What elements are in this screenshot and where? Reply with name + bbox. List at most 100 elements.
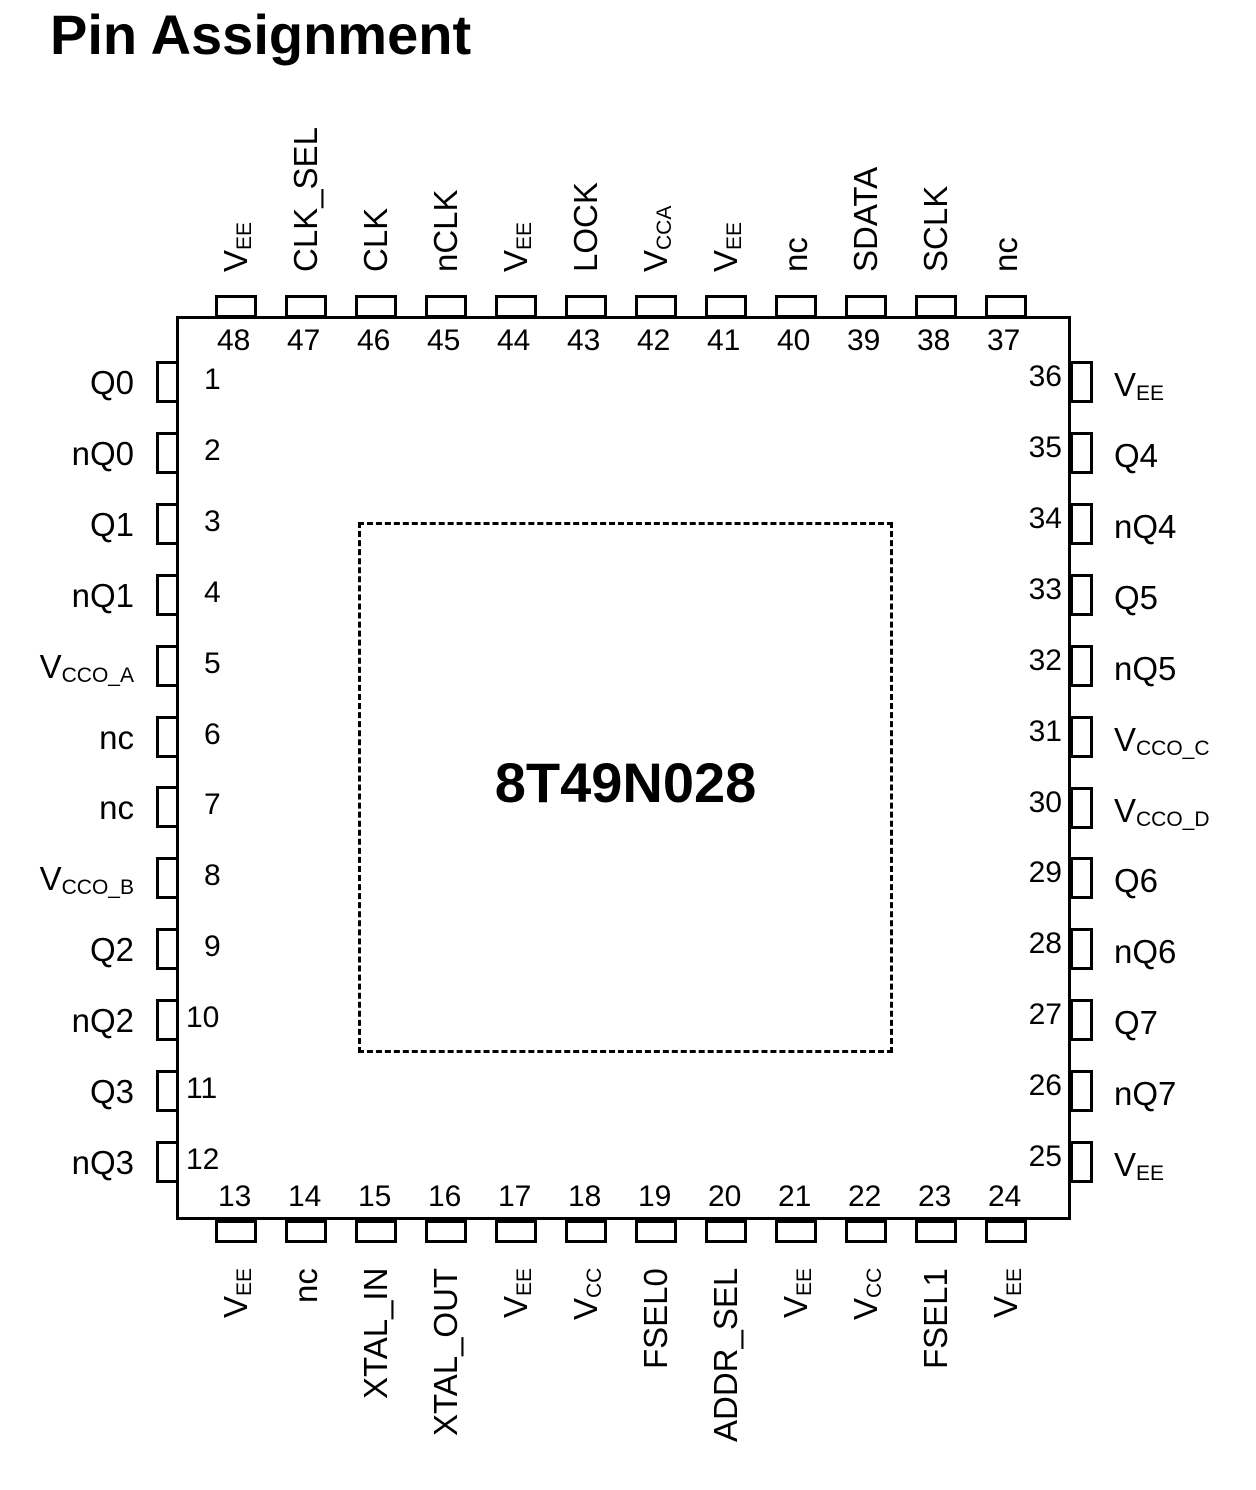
pin-name-subscript: EE [513, 221, 536, 250]
pin-number: 28 [1028, 927, 1062, 961]
pin-pad [215, 295, 257, 318]
pin-pad [1070, 1070, 1093, 1113]
pin-pad [156, 928, 179, 971]
pin-label: nQ7 [1114, 1075, 1176, 1113]
pin-label: FSEL0 [637, 1268, 675, 1369]
pin-label: nc [287, 1268, 325, 1303]
pin-pad [285, 1220, 327, 1243]
pin-name: V [1114, 720, 1137, 758]
pin-name: V [847, 1297, 884, 1320]
pin-name: Q2 [89, 931, 134, 969]
pin-number: 32 [1028, 643, 1062, 677]
pin-pad [705, 1220, 747, 1243]
pin-label: VEE [497, 1268, 540, 1318]
pin-number: 6 [204, 717, 221, 751]
pin-label: Q2 [90, 931, 134, 969]
pin-label: VEE [987, 1268, 1030, 1318]
pin-number: 41 [707, 324, 741, 357]
pin-name: Q5 [1114, 578, 1159, 616]
pin-label: VEE [497, 222, 540, 272]
pin-name-subscript: EE [1003, 1267, 1026, 1296]
pin-name: V [777, 1295, 814, 1318]
pin-pad [565, 1220, 607, 1243]
pin-label: CLK_SEL [287, 127, 325, 272]
pin-name: V [497, 249, 534, 272]
pin-name: V [39, 647, 62, 685]
pin-number: 24 [988, 1180, 1022, 1213]
pin-number: 37 [987, 324, 1021, 357]
part-number-label: 8T49N028 [494, 751, 757, 814]
pin-number: 47 [287, 324, 321, 357]
pin-name: V [39, 860, 62, 898]
pin-number: 8 [204, 859, 221, 893]
pin-label: nQ4 [1114, 508, 1176, 546]
pin-label: nQ1 [72, 577, 134, 615]
pin-number: 18 [568, 1180, 602, 1213]
pin-label: VCC [847, 1268, 890, 1320]
pin-number: 25 [1028, 1140, 1062, 1173]
pin-label: CLK [357, 208, 395, 272]
pin-name-subscript: EE [793, 1267, 816, 1296]
pin-name-subscript: EE [723, 221, 746, 250]
pin-name: XTAL_IN [357, 1267, 394, 1399]
pin-name: nc [777, 237, 814, 272]
pin-pad [156, 999, 179, 1042]
pin-pad [1070, 928, 1093, 971]
pin-number: 2 [204, 433, 221, 467]
pin-name: nc [987, 237, 1024, 272]
pin-name: V [217, 1295, 254, 1318]
pin-label: SDATA [847, 167, 885, 272]
pin-pad [1070, 857, 1093, 900]
pin-number: 46 [357, 324, 391, 357]
pin-number: 1 [204, 363, 221, 396]
pin-name: Q6 [1114, 862, 1159, 900]
pin-pad [355, 1220, 397, 1243]
pin-label: SCLK [917, 186, 955, 272]
pin-number: 16 [428, 1180, 462, 1213]
pin-name: V [1114, 791, 1137, 829]
pin-name: SDATA [847, 166, 884, 272]
pin-label: Q5 [1114, 579, 1158, 617]
pin-label: VEE [1114, 366, 1164, 409]
pin-label: VEE [217, 222, 260, 272]
pin-pad [1070, 999, 1093, 1042]
pin-name-subscript: EE [1136, 382, 1165, 406]
pin-pad [635, 1220, 677, 1243]
pin-pad [775, 295, 817, 318]
pin-pad [1070, 361, 1093, 404]
pin-number: 39 [847, 324, 881, 357]
pin-name: V [497, 1295, 534, 1318]
pin-number: 13 [218, 1180, 252, 1213]
pin-label: nc [777, 237, 815, 272]
pin-pad [1070, 1141, 1093, 1183]
pin-name: nQ0 [71, 434, 134, 472]
pin-pad [425, 1220, 467, 1243]
pin-label: VCCO_A [40, 648, 134, 691]
pin-pad [1070, 502, 1093, 545]
pin-label: VCC [567, 1268, 610, 1320]
pin-number: 27 [1028, 998, 1062, 1032]
pin-label: nQ3 [72, 1144, 134, 1182]
pin-name: V [707, 249, 744, 272]
pin-name: ADDR_SEL [707, 1267, 744, 1442]
pin-pad [775, 1220, 817, 1243]
pin-label: nc [99, 789, 134, 827]
pin-label: XTAL_IN [357, 1268, 395, 1399]
pin-name: XTAL_OUT [427, 1267, 464, 1436]
pin-number: 17 [498, 1180, 532, 1213]
pin-pad [495, 1220, 537, 1243]
pin-label: LOCK [567, 182, 605, 272]
pin-name: nc [99, 718, 134, 756]
pin-name-subscript: CC [583, 1267, 606, 1298]
pin-name: Q4 [1114, 437, 1159, 474]
chip-package-outline [176, 316, 1071, 1220]
pin-pad [156, 715, 179, 758]
pin-number: 45 [427, 324, 461, 357]
pin-number: 29 [1028, 856, 1062, 890]
pin-pad [156, 857, 179, 900]
pin-number: 21 [778, 1180, 812, 1213]
pin-label: Q7 [1114, 1004, 1158, 1042]
pin-name-subscript: CCO_C [1136, 736, 1210, 760]
pin-number: 9 [204, 930, 221, 964]
pin-number: 38 [917, 324, 951, 357]
